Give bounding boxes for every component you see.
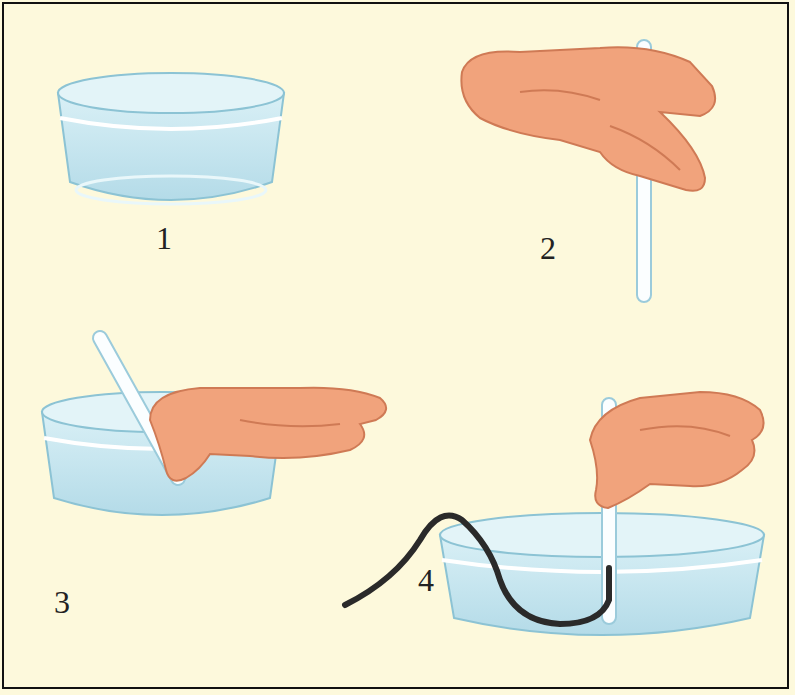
callout-number: 2 bbox=[540, 232, 556, 264]
hand-with-tube bbox=[461, 40, 715, 302]
dish-3 bbox=[42, 338, 386, 515]
callout-number: 4 bbox=[418, 564, 434, 596]
dish-4 bbox=[345, 392, 764, 635]
callout-number: 1 bbox=[156, 222, 172, 254]
dish-1 bbox=[58, 73, 284, 204]
callout-number: 3 bbox=[54, 586, 70, 618]
